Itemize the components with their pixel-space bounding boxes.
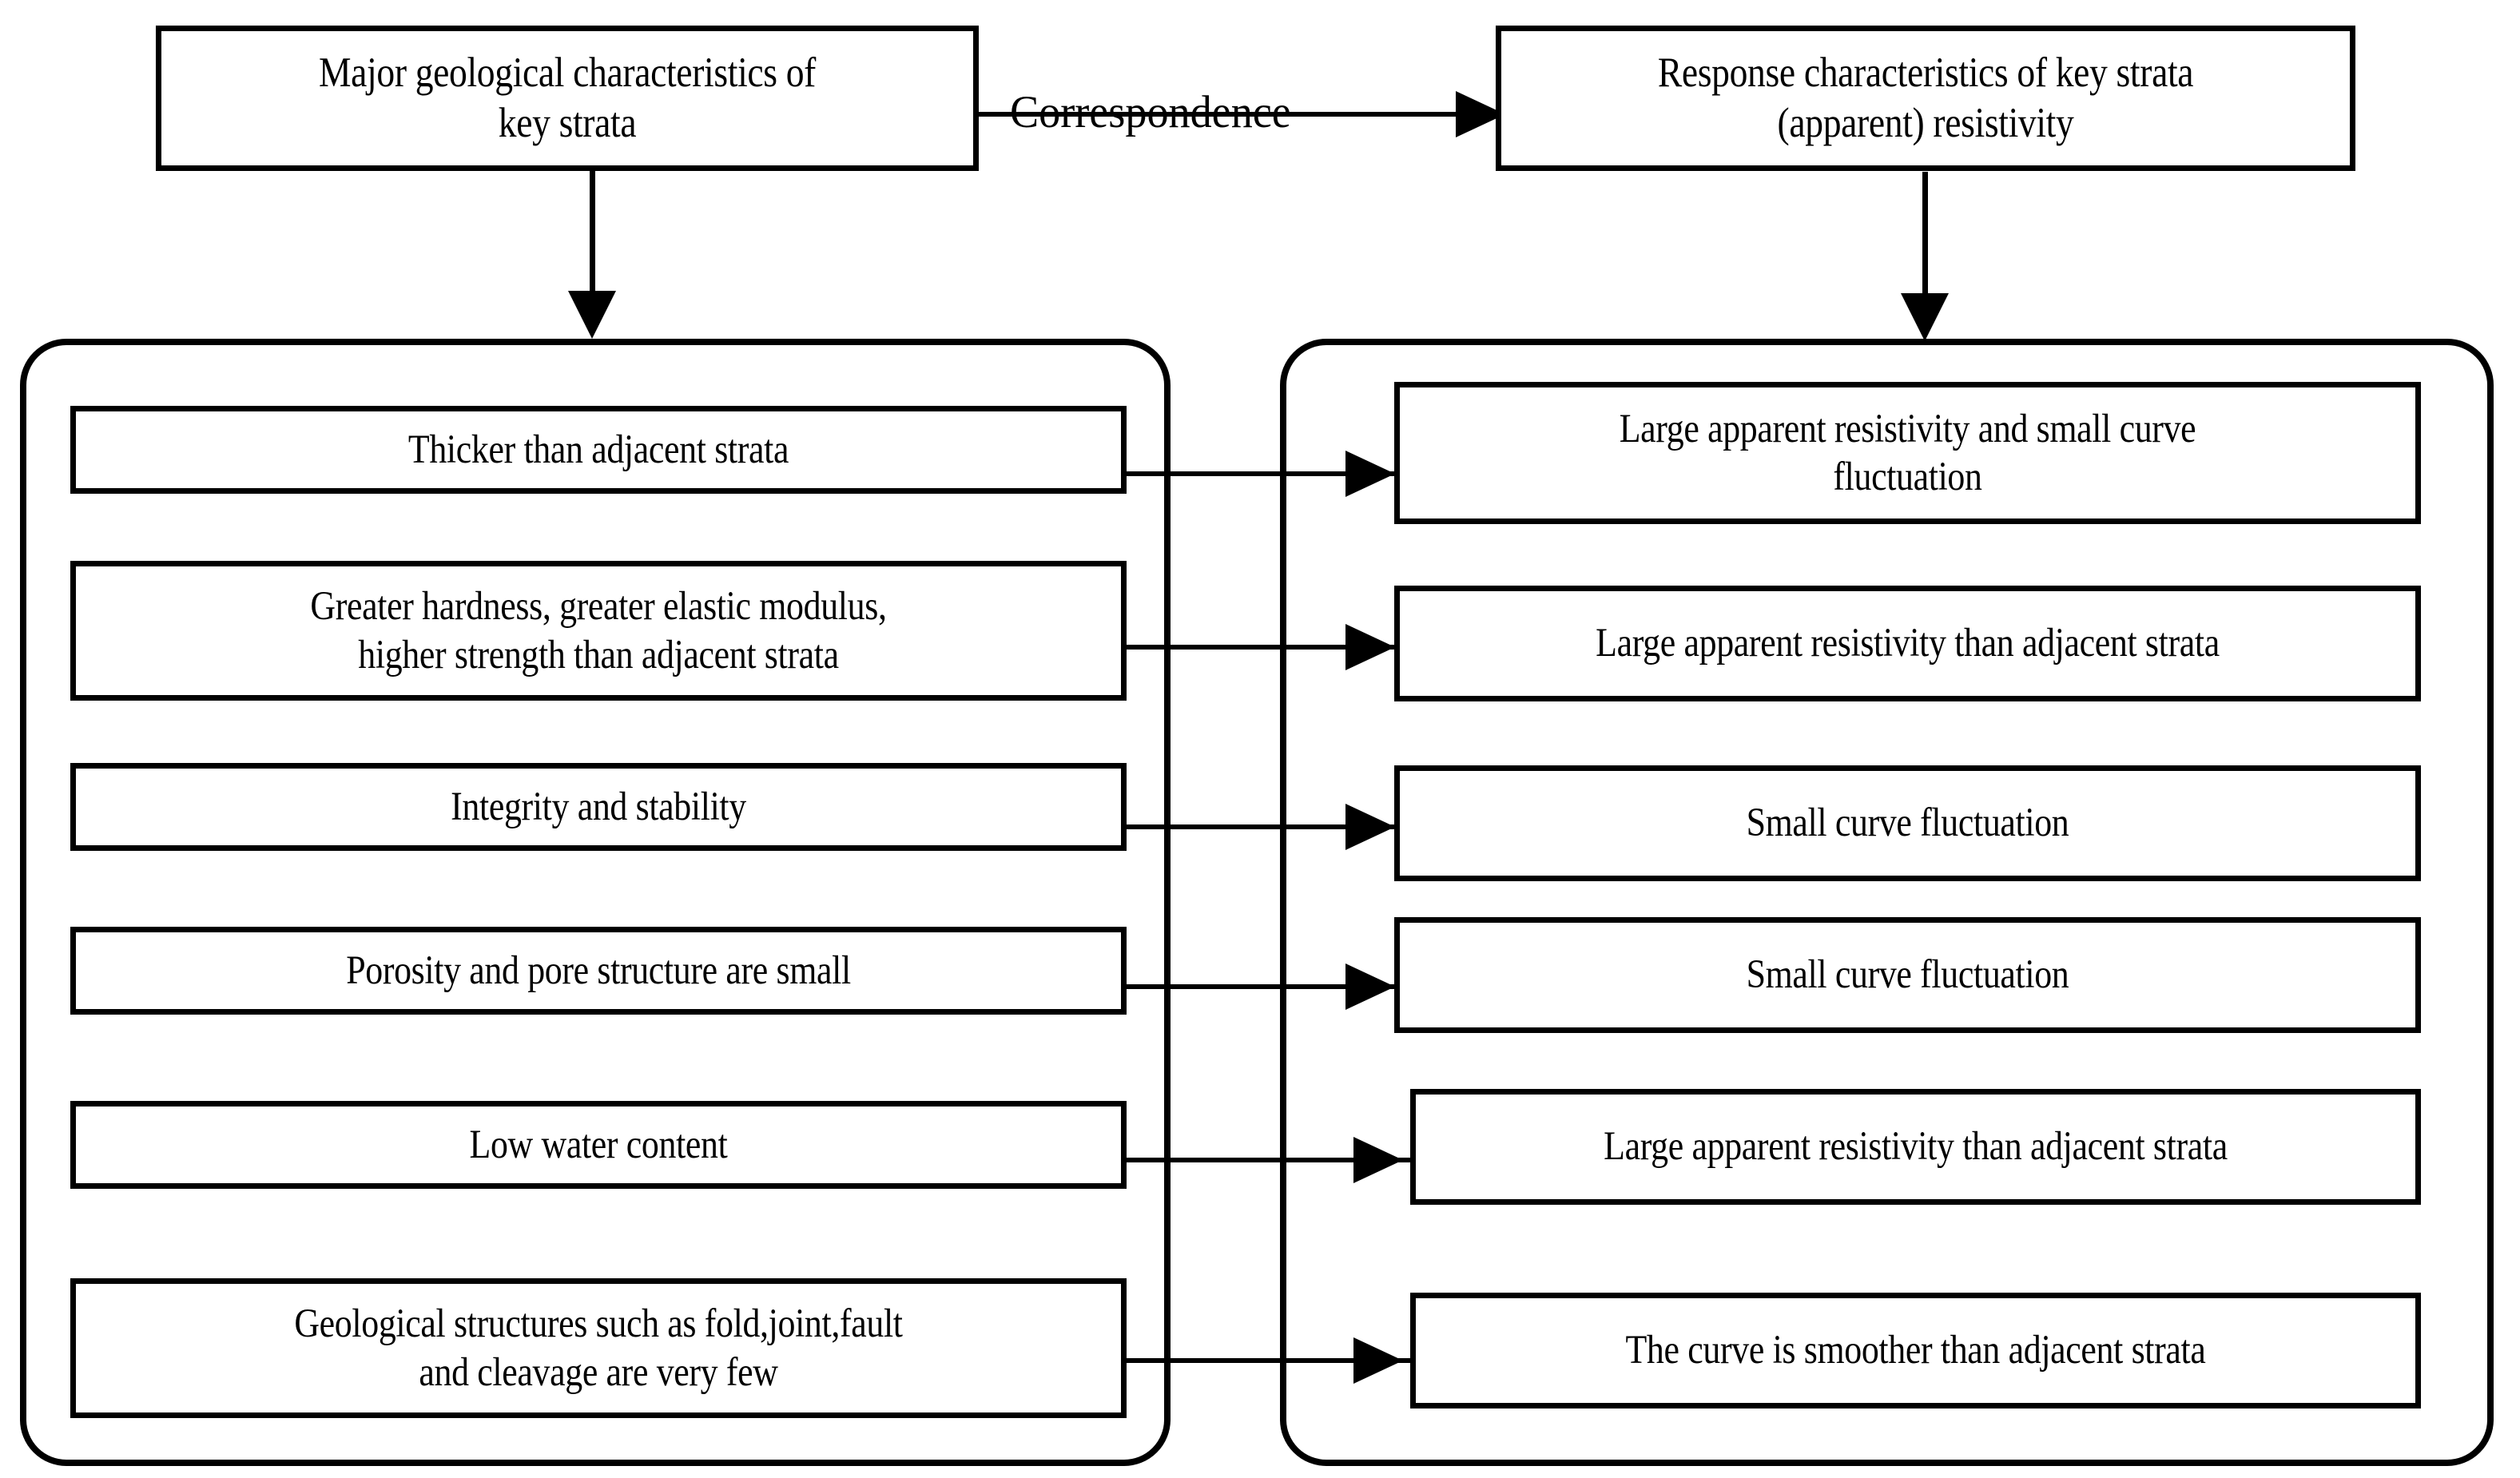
connector-line-row-6 bbox=[1127, 1358, 1414, 1363]
connector-arrowhead-row-6-icon bbox=[1353, 1337, 1403, 1384]
right-item-label-4: Small curve fluctuation bbox=[1746, 952, 2069, 998]
left-item-box-3: Integrity and stability bbox=[70, 763, 1127, 851]
left-item-label-5: Low water content bbox=[469, 1122, 728, 1167]
left-item-label-1: Thicker than adjacent strata bbox=[407, 427, 789, 472]
right-item-label-2: Large apparent resistivity than adjacent… bbox=[1596, 621, 2220, 666]
right-item-label-1: Large apparent resistivity and small cur… bbox=[1619, 406, 2196, 499]
left-item-label-3: Integrity and stability bbox=[451, 784, 746, 829]
left-item-box-4: Porosity and pore structure are small bbox=[70, 927, 1127, 1015]
right-item-box-3: Small curve fluctuation bbox=[1394, 765, 2421, 881]
connector-line-row-5 bbox=[1127, 1158, 1414, 1162]
right-item-box-1: Large apparent resistivity and small cur… bbox=[1394, 382, 2421, 524]
connector-arrowhead-row-2-icon bbox=[1345, 624, 1395, 670]
right-item-box-6: The curve is smoother than adjacent stra… bbox=[1410, 1293, 2421, 1408]
header-left-label: Major geological characteristics of key … bbox=[318, 50, 816, 146]
left-item-box-6: Geological structures such as fold,joint… bbox=[70, 1278, 1127, 1418]
header-box-right-response-characteristics: Response characteristics of key strata (… bbox=[1496, 26, 2355, 171]
right-item-box-2: Large apparent resistivity than adjacent… bbox=[1394, 586, 2421, 701]
correspondence-label: Correspondence bbox=[1010, 87, 1291, 137]
left-item-label-2: Greater hardness, greater elastic modulu… bbox=[310, 584, 887, 677]
connector-arrowhead-row-5-icon bbox=[1353, 1137, 1403, 1183]
right-group-panel bbox=[1280, 339, 2494, 1466]
correspondence-connector-line bbox=[979, 112, 1506, 117]
header-box-left-geological-characteristics: Major geological characteristics of key … bbox=[156, 26, 979, 171]
right-header-to-panel-arrowhead-icon bbox=[1901, 293, 1949, 341]
left-item-box-5: Low water content bbox=[70, 1101, 1127, 1189]
connector-arrowhead-row-4-icon bbox=[1345, 963, 1395, 1010]
header-right-label: Response characteristics of key strata (… bbox=[1657, 50, 2194, 146]
connector-line-row-1 bbox=[1127, 471, 1402, 476]
connector-line-row-4 bbox=[1127, 984, 1402, 989]
connector-line-row-3 bbox=[1127, 824, 1402, 829]
left-header-to-panel-arrowhead-icon bbox=[568, 291, 616, 339]
left-group-panel bbox=[20, 339, 1171, 1466]
left-item-box-2: Greater hardness, greater elastic modulu… bbox=[70, 561, 1127, 701]
connector-arrowhead-row-3-icon bbox=[1345, 804, 1395, 850]
right-header-to-panel-line bbox=[1922, 172, 1928, 298]
connector-arrowhead-row-1-icon bbox=[1345, 451, 1395, 497]
right-item-label-6: The curve is smoother than adjacent stra… bbox=[1625, 1328, 2206, 1373]
left-item-label-6: Geological structures such as fold,joint… bbox=[294, 1301, 903, 1395]
right-item-box-4: Small curve fluctuation bbox=[1394, 917, 2421, 1033]
connector-line-row-2 bbox=[1127, 645, 1402, 650]
right-item-label-3: Small curve fluctuation bbox=[1746, 801, 2069, 846]
left-item-box-1: Thicker than adjacent strata bbox=[70, 406, 1127, 494]
right-item-label-5: Large apparent resistivity than adjacent… bbox=[1604, 1124, 2228, 1170]
left-header-to-panel-line bbox=[590, 169, 595, 296]
right-item-box-5: Large apparent resistivity than adjacent… bbox=[1410, 1089, 2421, 1205]
left-item-label-4: Porosity and pore structure are small bbox=[346, 948, 851, 993]
